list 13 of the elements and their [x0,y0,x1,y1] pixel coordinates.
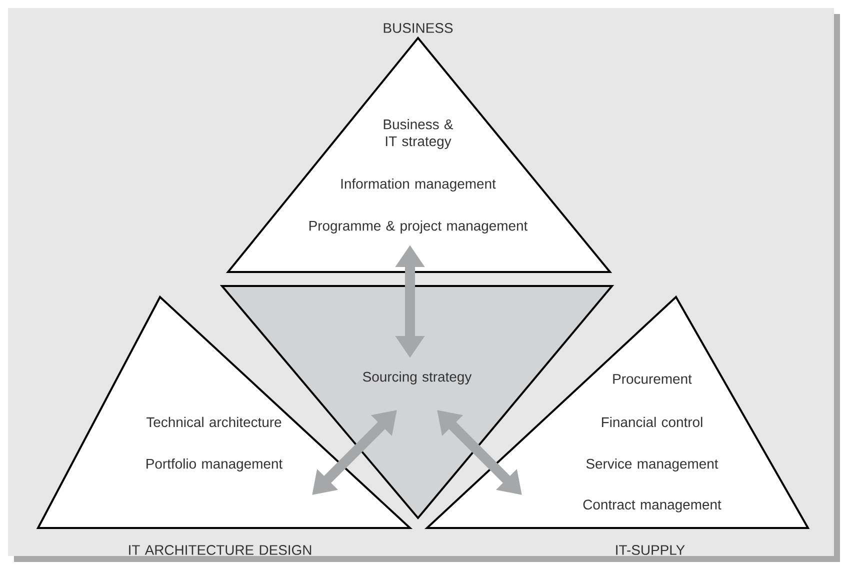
label: Portfolio management [146,458,282,472]
label: Business & IT strategy [384,119,454,149]
heading: IT ARCHITECTURE DESIGN [129,545,312,555]
label: Programme & project management [309,220,528,234]
label: Information management [341,178,496,192]
label: Financial control [602,416,702,428]
heading: IT-SUPPLY [616,545,685,555]
label: Procurement [613,374,692,384]
label: Technical architecture [146,416,282,428]
heading: BUSINESS [384,23,453,33]
label: Service management [586,458,718,472]
label: Sourcing strategy [363,371,472,384]
label: Contract management [583,500,722,512]
